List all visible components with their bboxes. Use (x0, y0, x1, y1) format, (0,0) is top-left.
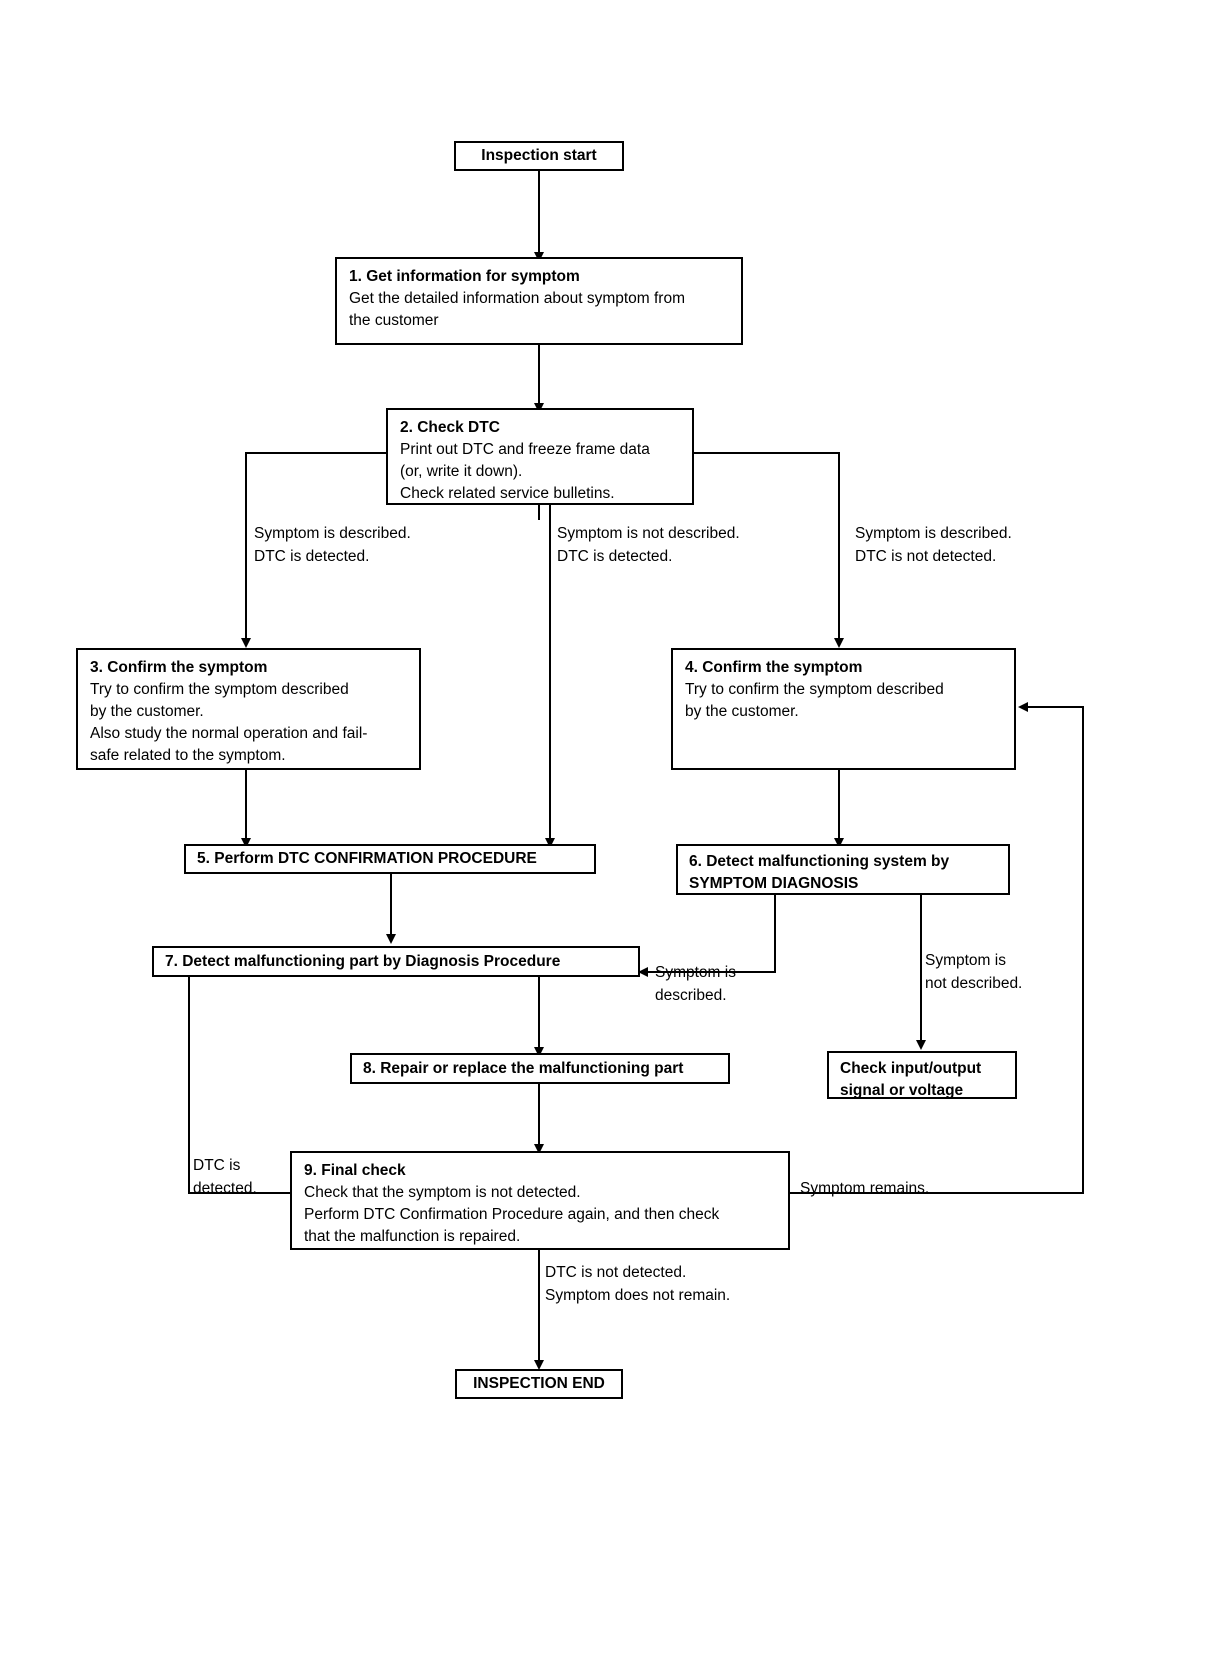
edge-step2-stem (538, 503, 540, 520)
edge-step6-symptom-described-down (774, 893, 776, 973)
arrowhead-branch-middle (545, 838, 555, 848)
edge-branch-right (838, 452, 840, 642)
edge-label-branch-right: Symptom is described. DTC is not detecte… (855, 525, 1012, 565)
edge-step4-to-step6 (838, 768, 840, 844)
node-step-4-title: 4. Confirm the symptom (685, 659, 863, 676)
node-step-2-title: 2. Check DTC (400, 419, 500, 436)
node-step-5-title: 5. Perform DTC CONFIRMATION PROCEDURE (197, 850, 537, 867)
node-step-1[interactable]: 1. Get information for symptom Get the d… (335, 257, 743, 345)
edge-step6-symptom-described-across (648, 971, 776, 973)
node-step-3-title: 3. Confirm the symptom (90, 659, 268, 676)
arrowhead-step4-to-step6 (834, 838, 844, 848)
node-check-input-output-title: Check input/output signal or voltage (840, 1060, 982, 1099)
edge-step9-dtc-detected-up (188, 972, 190, 1194)
arrowhead-branch-left (241, 638, 251, 648)
edge-step9-to-end (538, 1250, 540, 1366)
edge-label-branch-middle: Symptom is not described. DTC is detecte… (557, 525, 740, 565)
edge-step9-symptom-remains-across (788, 1192, 1084, 1194)
node-step-3[interactable]: 3. Confirm the symptom Try to confirm th… (76, 648, 421, 770)
node-step-6[interactable]: 6. Detect malfunctioning system by SYMPT… (676, 844, 1010, 895)
node-step-7[interactable]: 7. Detect malfunctioning part by Diagnos… (152, 946, 640, 977)
node-step-8-title: 8. Repair or replace the malfunctioning … (363, 1059, 684, 1077)
node-step-6-title: 6. Detect malfunctioning system by SYMPT… (689, 853, 950, 892)
node-step-9-title: 9. Final check (304, 1162, 406, 1179)
arrowhead-branch-right (834, 638, 844, 648)
node-step-9-body: Check that the symptom is not detected. … (304, 1184, 720, 1245)
edge-step8-to-step9 (538, 1082, 540, 1150)
edge-branch-middle (549, 503, 551, 843)
edge-step6-symptom-not-described (920, 893, 922, 1045)
arrowhead-symptom-remains-to-step4 (1018, 702, 1028, 712)
arrowhead-step7-to-step8 (534, 1047, 544, 1057)
arrowhead-step3-to-step5 (241, 838, 251, 848)
edge-symptom-remains-into-step4 (1028, 706, 1084, 708)
node-step-7-title: 7. Detect malfunctioning part by Diagnos… (165, 952, 561, 970)
edge-label-final-pass: DTC is not detected. Symptom does not re… (545, 1264, 731, 1304)
edge-step1-to-step2 (538, 343, 540, 409)
node-inspection-start[interactable]: Inspection start (454, 141, 624, 171)
node-step-1-body: Get the detailed information about sympt… (349, 290, 685, 329)
node-inspection-start-label: Inspection start (481, 147, 597, 164)
node-check-input-output[interactable]: Check input/output signal or voltage (827, 1051, 1017, 1099)
arrowhead-step5-to-step7 (386, 934, 396, 944)
node-step-8[interactable]: 8. Repair or replace the malfunctioning … (350, 1053, 730, 1084)
edge-step3-to-step5 (245, 768, 247, 844)
edge-step9-symptom-remains-up (1082, 706, 1084, 1194)
edge-start-to-step1 (538, 170, 540, 256)
edge-branch-left (245, 452, 247, 642)
arrowhead-step6-to-step7 (638, 967, 648, 977)
arrowhead-step8-to-step9 (534, 1144, 544, 1154)
edge-step7-to-step8 (538, 975, 540, 1053)
node-step-2[interactable]: 2. Check DTC Print out DTC and freeze fr… (386, 408, 694, 505)
node-inspection-end-label: INSPECTION END (473, 1375, 605, 1392)
edge-label-symptom-remains: Symptom remains. (800, 1180, 930, 1197)
node-step-9[interactable]: 9. Final check Check that the symptom is… (290, 1151, 790, 1250)
arrowhead-step9-to-end (534, 1360, 544, 1370)
edge-label-dtc-detected: DTC is detected. (193, 1157, 257, 1197)
edge-label-branch-left: Symptom is described. DTC is detected. (254, 525, 411, 565)
node-inspection-end[interactable]: INSPECTION END (455, 1369, 623, 1399)
edge-step9-dtc-detected-across (188, 1192, 293, 1194)
node-step-4-body: Try to confirm the symptom described by … (685, 681, 944, 720)
edge-label-symptom-not-described: Symptom is not described. (925, 952, 1023, 992)
node-step-2-body: Print out DTC and freeze frame data (or,… (400, 441, 650, 502)
node-step-5[interactable]: 5. Perform DTC CONFIRMATION PROCEDURE (184, 844, 596, 874)
edge-step5-to-step7 (390, 872, 392, 940)
edge-label-symptom-described: Symptom is described. (655, 964, 736, 1004)
node-step-4[interactable]: 4. Confirm the symptom Try to confirm th… (671, 648, 1016, 770)
node-step-1-title: 1. Get information for symptom (349, 268, 580, 285)
node-step-3-body: Try to confirm the symptom described by … (90, 681, 368, 764)
arrowhead-step6-to-check-io (916, 1040, 926, 1050)
